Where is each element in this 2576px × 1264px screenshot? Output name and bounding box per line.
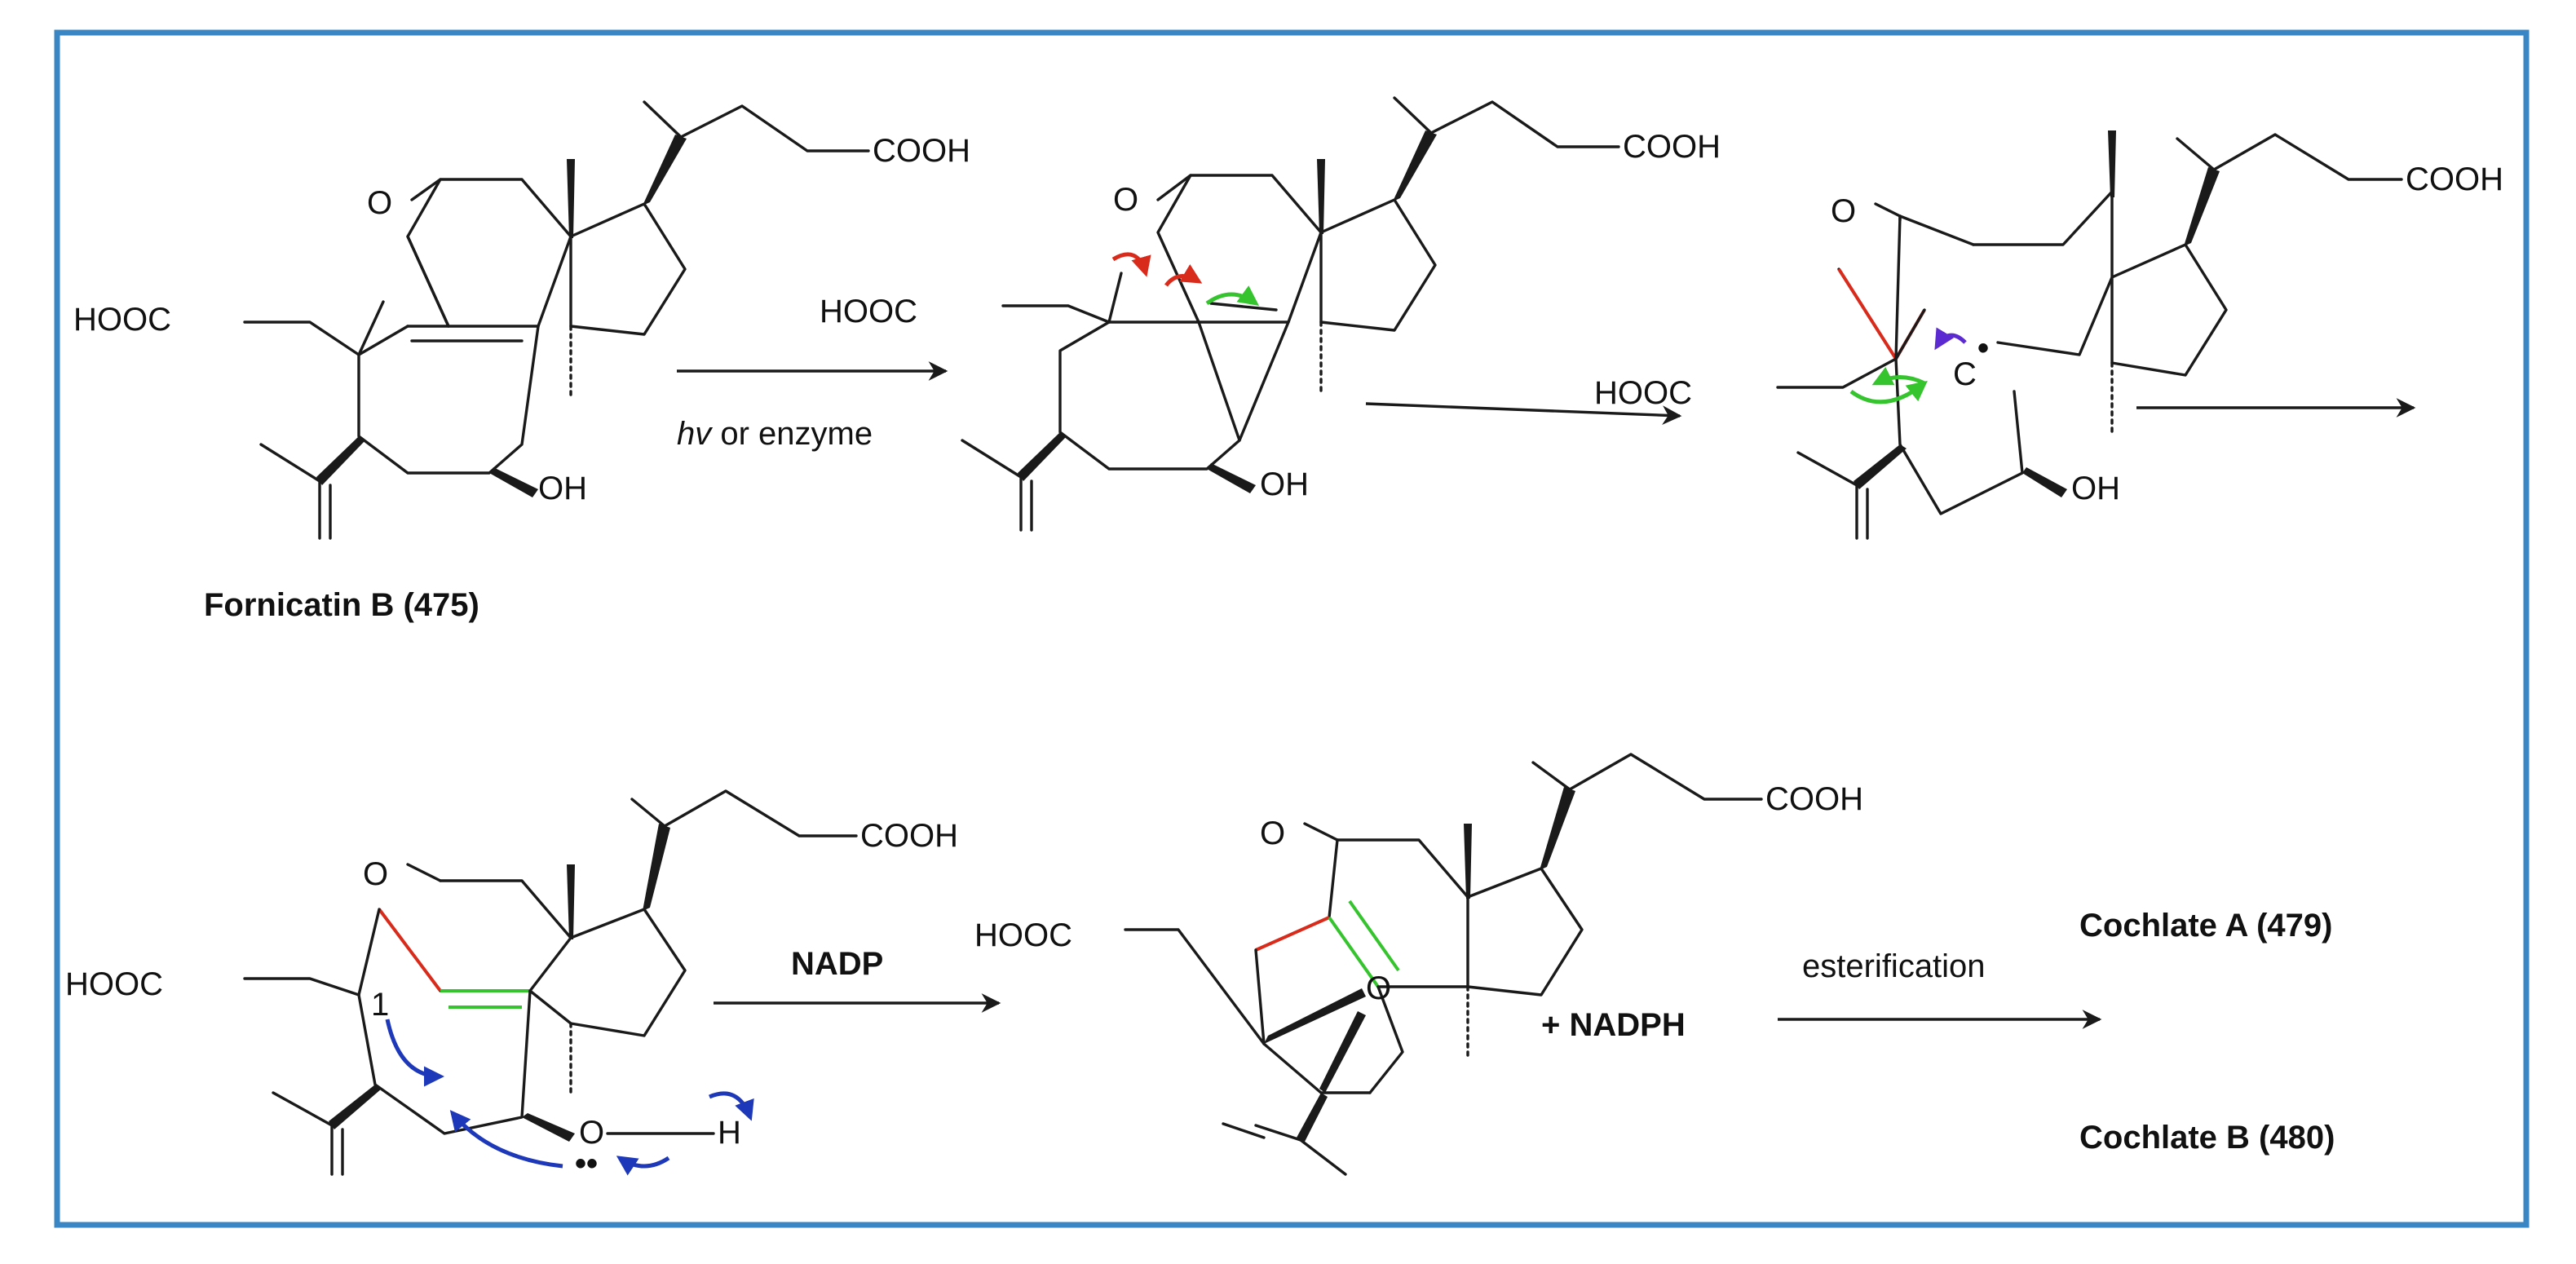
compound-name-fornicatin-b: Fornicatin B (475) (204, 587, 479, 623)
h-label-4: H (718, 1115, 741, 1151)
structure-intermediate-2: O C • COOH HOOC OH (1594, 130, 2503, 540)
cooh-label-2: COOH (1623, 129, 1721, 165)
structure-fornicatin-b: O COOH HOOC OH (73, 100, 970, 540)
step4-reagent: NADP (791, 946, 883, 982)
hooc-label-2: HOOC (820, 294, 917, 329)
cooh-label-1: COOH (873, 133, 970, 169)
product-cochlate-a: Cochlate A (479) (2079, 908, 2332, 944)
coproduct-nadph: + NADPH (1541, 1007, 1686, 1043)
scheme-frame (54, 29, 2530, 1228)
structure-intermediate-1: O COOH HOOC OH (820, 96, 1721, 532)
ketone-o-label: O (367, 185, 392, 221)
oh-label-1: OH (538, 471, 587, 506)
carbon-radical-label: C (1953, 356, 1977, 392)
lone-pair-label: •• (575, 1146, 598, 1182)
hooc-label-4: HOOC (65, 966, 163, 1002)
structure-intermediate-3: O COOH HOOC 1 O H •• (65, 789, 958, 1182)
cooh-label-4: COOH (860, 818, 958, 854)
product-cochlate-b: Cochlate B (480) (2079, 1120, 2335, 1156)
oh-label-3: OH (2071, 471, 2120, 506)
ketone-o-label-4: O (363, 856, 388, 892)
oh-label-2: OH (1260, 466, 1309, 502)
structure-intermediate-4: O O COOH HOOC (974, 753, 1863, 1176)
o-label-4: O (579, 1115, 604, 1151)
bridge-o-label: O (1366, 970, 1391, 1006)
reaction-arrow-2 (1365, 402, 1682, 426)
position-one-label: 1 (371, 987, 389, 1023)
ketone-o-label-5: O (1260, 815, 1285, 851)
cooh-label-3: COOH (2406, 161, 2503, 197)
hooc-label-5: HOOC (974, 917, 1072, 953)
cooh-label-5: COOH (1765, 781, 1863, 817)
step1-reagent: hv or enzyme (677, 416, 873, 452)
ketone-o-label-2: O (1113, 182, 1138, 218)
hooc-label-1: HOOC (73, 302, 171, 338)
step5-reagent: esterification (1802, 948, 1986, 984)
radical-dot: • (1977, 330, 1989, 366)
ketone-o-label-3: O (1831, 193, 1856, 229)
hooc-label-3: HOOC (1594, 375, 1692, 411)
